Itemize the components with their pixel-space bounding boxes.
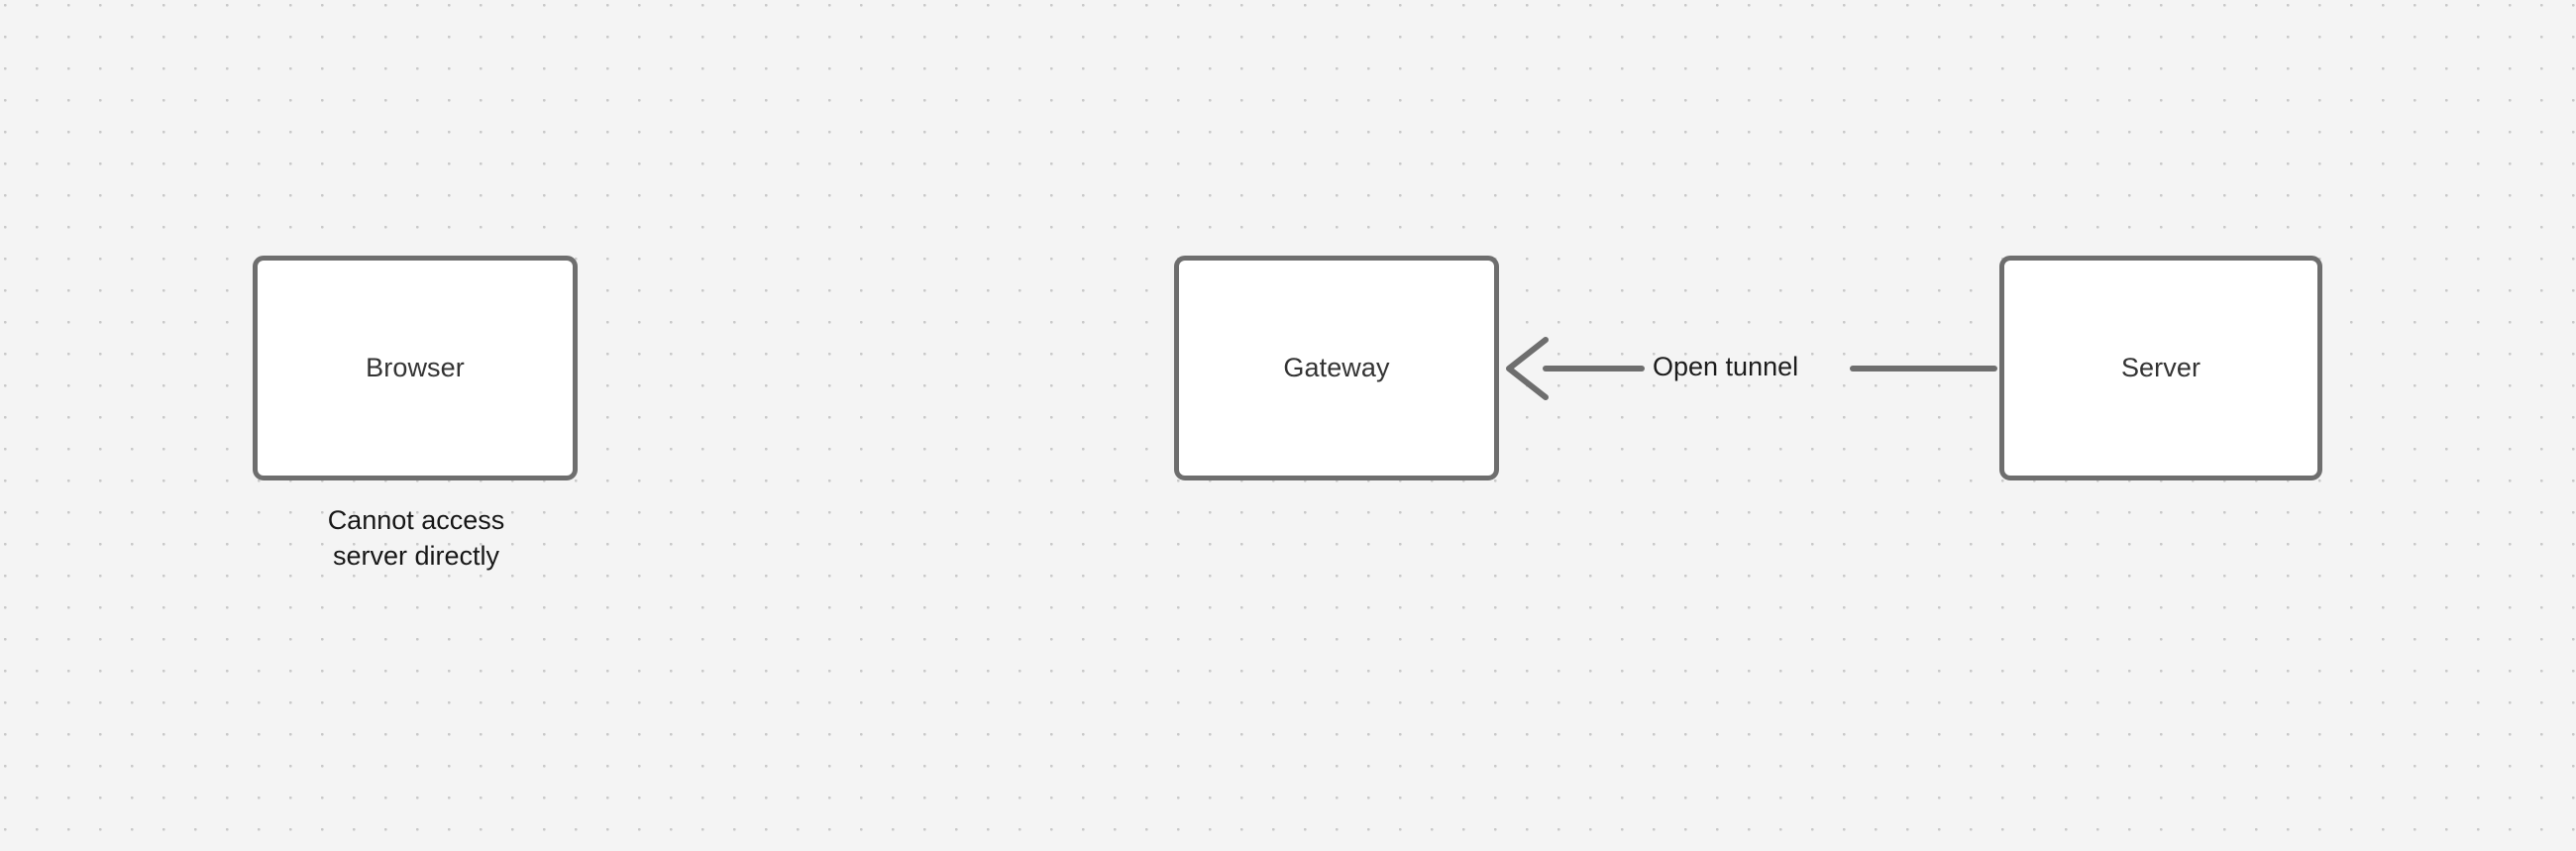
node-label-browser: Browser xyxy=(366,353,465,382)
node-caption-browser-line-1: Cannot access xyxy=(327,505,505,535)
node-caption-browser: Cannot access server directly xyxy=(193,502,639,574)
diagram-node-gateway[interactable]: Gateway xyxy=(1174,256,1499,480)
diagram-node-server[interactable]: Server xyxy=(1999,256,2322,480)
arrowhead-left-icon xyxy=(1506,337,1549,400)
node-caption-browser-line-2: server directly xyxy=(332,541,500,571)
edge-label-open-tunnel: Open tunnel xyxy=(1653,352,1799,381)
diagram-node-browser[interactable]: Browser xyxy=(253,256,578,480)
node-label-server: Server xyxy=(2120,353,2201,382)
node-label-gateway: Gateway xyxy=(1283,353,1390,382)
